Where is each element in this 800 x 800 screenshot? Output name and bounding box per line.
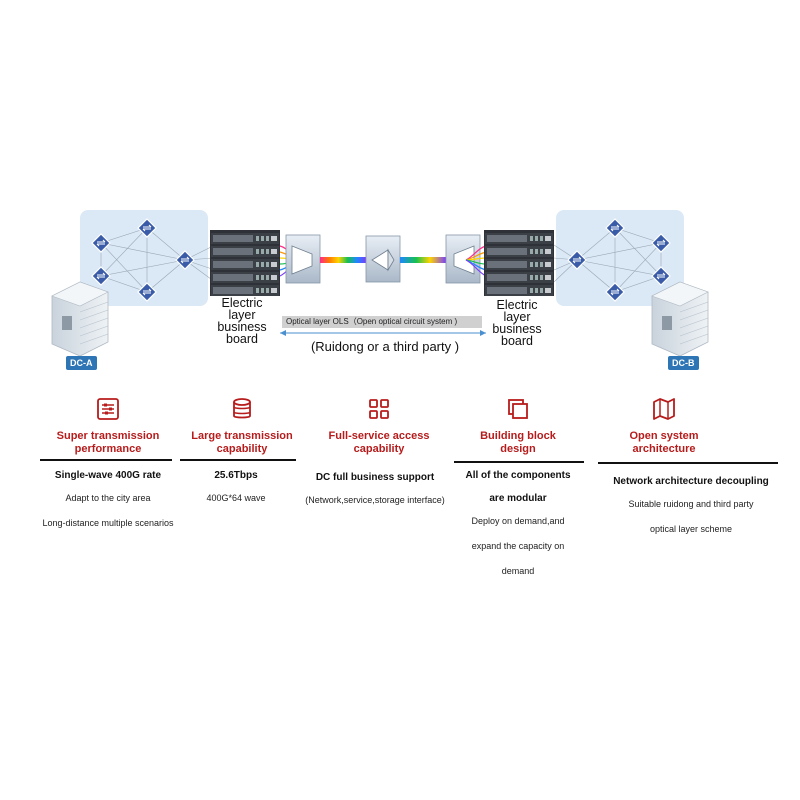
feature-text: expand the capacity on bbox=[471, 541, 565, 551]
feature-headline: All of the components bbox=[465, 470, 571, 481]
label-line: board bbox=[501, 334, 533, 348]
feature-text: Suitable ruidong and third party bbox=[628, 499, 754, 509]
fiber-line bbox=[400, 257, 446, 263]
mux-icon bbox=[285, 234, 321, 284]
label-line: Electric bbox=[496, 298, 538, 312]
feature-title: capability bbox=[216, 443, 268, 455]
feature-text: optical layer scheme bbox=[649, 524, 733, 534]
feature-large-transmission: Large transmission capability bbox=[176, 396, 308, 456]
map-icon bbox=[653, 398, 675, 420]
feature-title: Open system bbox=[629, 430, 699, 442]
dc-a-badge: DC-A bbox=[66, 356, 97, 370]
building-icon bbox=[51, 281, 109, 357]
feature-text: Adapt to the city area bbox=[65, 493, 151, 503]
stacked-squares-icon bbox=[508, 399, 528, 419]
ols-label: Optical layer OLS（Open optical circuit s… bbox=[282, 316, 482, 328]
feature-divider bbox=[40, 459, 172, 461]
feature-title: Large transmission bbox=[191, 430, 293, 442]
label-line: board bbox=[226, 332, 258, 346]
label-line: business bbox=[217, 320, 267, 334]
server-rack-right bbox=[484, 230, 554, 296]
feature-title: architecture bbox=[632, 443, 696, 455]
feature-title: capability bbox=[353, 443, 405, 455]
label-line: business bbox=[492, 322, 542, 336]
feature-full-service: Full-service access capability bbox=[296, 396, 462, 456]
feature-open-system-body: Network architecture decoupling Suitable… bbox=[596, 476, 786, 536]
network-diagram bbox=[51, 210, 709, 357]
feature-building-block: Building block design bbox=[452, 396, 584, 456]
feature-super-transmission-body: Single-wave 400G rate Adapt to the city … bbox=[20, 470, 196, 530]
feature-headline: Network architecture decoupling bbox=[613, 476, 769, 487]
feature-headline: are modular bbox=[489, 493, 547, 504]
feature-text: Long-distance multiple scenarios bbox=[42, 518, 174, 528]
feature-title: design bbox=[500, 443, 536, 455]
feature-building-block-body: All of the components are modular Deploy… bbox=[452, 470, 584, 578]
grid-icon bbox=[369, 399, 389, 419]
dc-b-cloud bbox=[553, 210, 684, 306]
span-arrow bbox=[280, 330, 486, 336]
database-icon bbox=[233, 398, 251, 419]
feature-text: (Network,service,storage interface) bbox=[305, 495, 445, 505]
dc-b-badge: DC-B bbox=[668, 356, 699, 370]
feature-headline: DC full business support bbox=[315, 472, 435, 483]
electric-layer-label-left: Electric layer business board bbox=[214, 296, 270, 346]
amplifier-icon bbox=[365, 235, 401, 283]
feature-text: 400G*64 wave bbox=[206, 493, 266, 503]
demux-icon bbox=[445, 234, 481, 284]
feature-headline: Single-wave 400G rate bbox=[54, 470, 162, 481]
feature-super-transmission: Super transmission performance bbox=[20, 396, 196, 456]
feature-divider bbox=[180, 459, 296, 461]
sliders-icon bbox=[97, 398, 119, 420]
label-line: Electric bbox=[221, 296, 263, 310]
label-line: layer bbox=[228, 308, 256, 322]
feature-text: Deploy on demand,and bbox=[471, 516, 565, 526]
electric-layer-label-right: Electric layer business board bbox=[488, 298, 546, 348]
vendor-label: (Ruidong or a third party ) bbox=[310, 339, 460, 354]
feature-full-service-body: DC full business support (Network,servic… bbox=[290, 472, 460, 507]
feature-title: Super transmission bbox=[56, 430, 160, 442]
feature-divider bbox=[454, 461, 584, 463]
feature-title: Full-service access bbox=[328, 430, 430, 442]
feature-title: performance bbox=[74, 443, 142, 455]
feature-divider bbox=[598, 462, 778, 464]
feature-headline: 25.6Tbps bbox=[214, 470, 258, 481]
feature-open-system: Open system architecture bbox=[596, 396, 732, 456]
building-icon bbox=[651, 281, 709, 357]
feature-large-transmission-body: 25.6Tbps 400G*64 wave bbox=[176, 470, 296, 505]
feature-text: demand bbox=[501, 566, 535, 576]
server-rack-left bbox=[210, 230, 280, 296]
fiber-line bbox=[320, 257, 366, 263]
label-line: layer bbox=[503, 310, 531, 324]
feature-title: Building block bbox=[480, 430, 556, 442]
